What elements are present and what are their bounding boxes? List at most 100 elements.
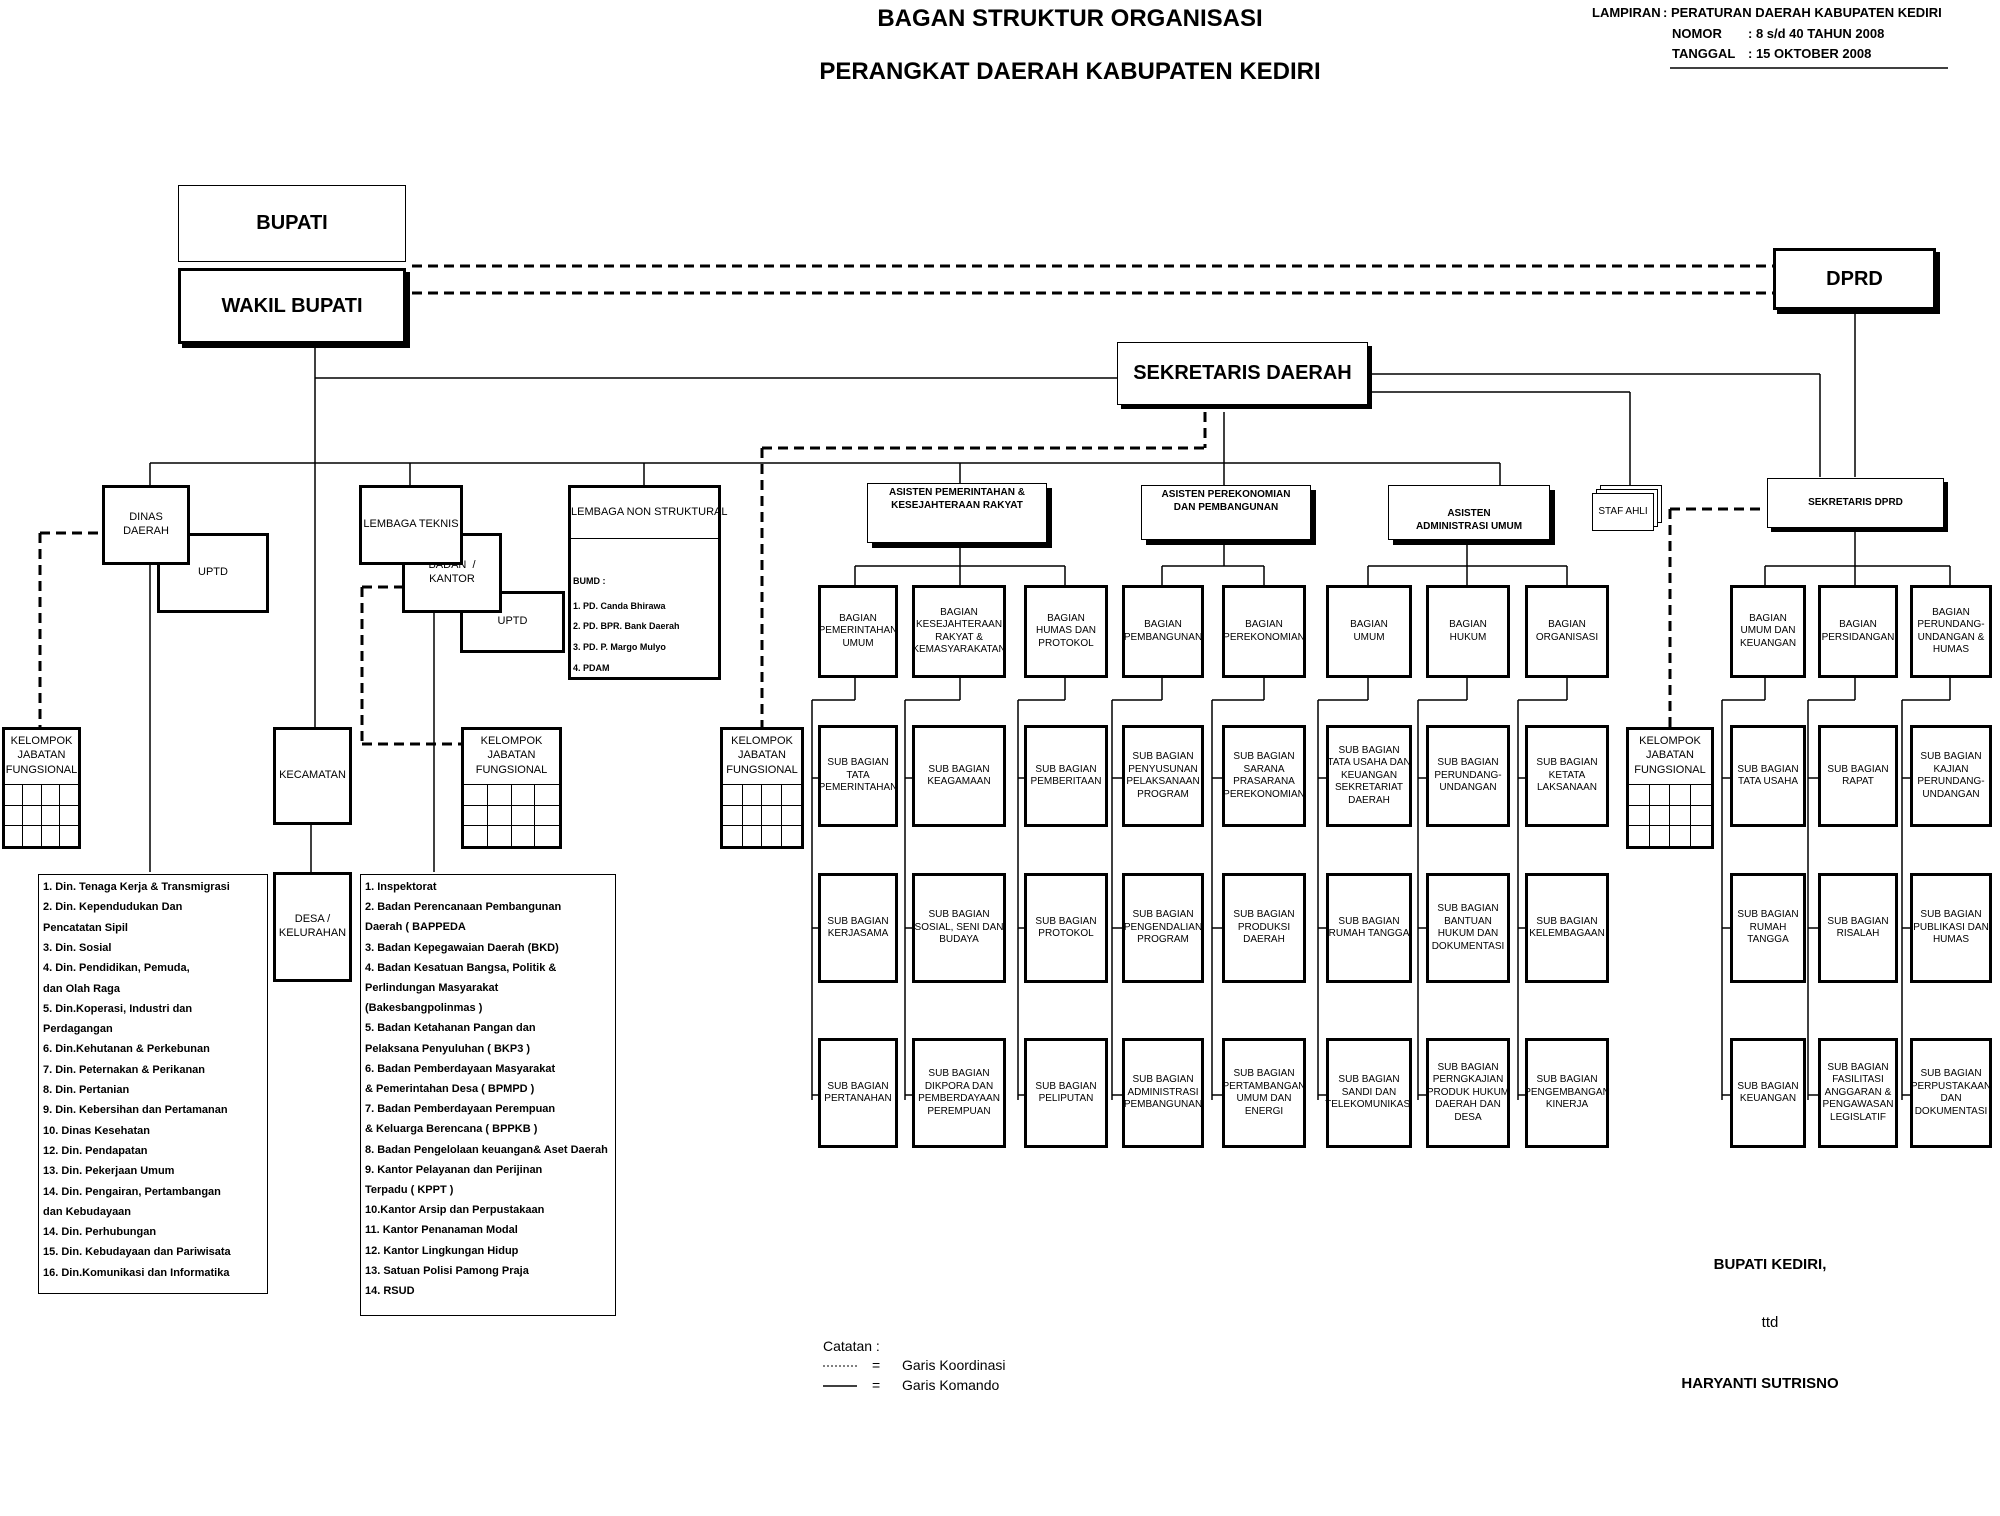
wakil-bupati-box: WAKIL BUPATI <box>178 268 406 344</box>
list-item: 3. Badan Kepegawaian Daerah (BKD) <box>365 941 559 954</box>
list-item: 2. Din. Kependudukan Dan <box>43 901 183 914</box>
staf-ahli-box: STAF AHLI <box>1592 493 1654 531</box>
bumd-title: BUMD : <box>573 576 606 586</box>
signature-title: BUPATI KEDIRI, <box>1713 1256 1827 1273</box>
list-item: 7. Din. Peternakan & Perikanan <box>43 1063 206 1076</box>
dprd-box: DPRD <box>1773 248 1936 310</box>
kjf-label: KELOMPOK JABATAN FUNGSIONAL <box>475 735 548 776</box>
sub-bagian-box: SUB BAGIAN RISALAH <box>1818 873 1898 983</box>
bagian-box: BAGIAN PERUNDANG- UNDANGAN & HUMAS <box>1910 585 1992 678</box>
kelompok-jabatan-fungsional-box: KELOMPOK JABATAN FUNGSIONAL <box>461 727 562 849</box>
bagian-box: BAGIAN UMUM <box>1326 585 1412 678</box>
chart-title-line1: BAGAN STRUKTUR ORGANISASI <box>877 5 1263 32</box>
list-item: 15. Din. Kebudayaan dan Pariwisata <box>43 1246 231 1259</box>
sub-bagian-box: SUB BAGIAN PENYUSUNAN PELAKSANAAN PROGRA… <box>1122 725 1204 827</box>
asisten-pemerintahan-box: ASISTEN PEMERINTAHAN & KESEJAHTERAAN RAK… <box>867 483 1047 543</box>
sub-bagian-box: SUB BAGIAN PRODUKSI DAERAH <box>1222 873 1306 983</box>
sub-bagian-box: SUB BAGIAN PERUNDANG- UNDANGAN <box>1426 725 1510 827</box>
bumd-item: 4. PDAM <box>573 663 610 673</box>
list-item: Perdagangan <box>43 1023 113 1036</box>
sub-bagian-box: SUB BAGIAN PERTAMBANGAN UMUM DAN ENERGI <box>1222 1038 1306 1148</box>
signature-ttd: ttd <box>1761 1314 1779 1331</box>
kjf-grid <box>1629 784 1711 847</box>
list-item: 12. Din. Pendapatan <box>43 1144 148 1157</box>
kelompok-jabatan-fungsional-box: KELOMPOK JABATAN FUNGSIONAL <box>2 727 81 849</box>
sub-bagian-box: SUB BAGIAN KETATA LAKSANAAN <box>1525 725 1609 827</box>
sub-bagian-box: SUB BAGIAN KEAGAMAAN <box>912 725 1006 827</box>
sekretaris-dprd-box: SEKRETARIS DPRD <box>1767 478 1944 528</box>
list-item: 5. Badan Ketahanan Pangan dan <box>365 1022 536 1035</box>
chart-title-line2: PERANGKAT DAERAH KABUPATEN KEDIRI <box>819 58 1321 85</box>
sekretaris-daerah-box: SEKRETARIS DAERAH <box>1117 342 1368 405</box>
kecamatan-box: KECAMATAN <box>273 727 352 825</box>
list-item: Terpadu ( KPPT ) <box>365 1184 454 1196</box>
sub-bagian-box: SUB BAGIAN KELEMBAGAAN <box>1525 873 1609 983</box>
sub-bagian-box: SUB BAGIAN PEMBERITAAN <box>1024 725 1108 827</box>
sub-bagian-box: SUB BAGIAN TATA USAHA <box>1730 725 1806 827</box>
legend-komando: Garis Komando <box>902 1377 1000 1393</box>
sub-bagian-box: SUB BAGIAN PUBLIKASI DAN HUMAS <box>1910 873 1992 983</box>
list-item: 9. Kantor Pelayanan dan Perijinan <box>365 1163 543 1176</box>
badan-kantor-box: BADAN / KANTOR <box>402 533 502 613</box>
list-item: 14. RSUD <box>365 1285 415 1297</box>
list-item: 1. Inspektorat <box>365 881 437 893</box>
sub-bagian-box: SUB BAGIAN PERPUSTAKAAN DAN DOKUMENTASI <box>1910 1038 1992 1148</box>
list-item: 12. Kantor Lingkungan Hidup <box>365 1244 519 1257</box>
sub-bagian-box: SUB BAGIAN PELIPUTAN <box>1024 1038 1108 1148</box>
kjf-label: KELOMPOK JABATAN FUNGSIONAL <box>726 735 798 776</box>
sub-bagian-box: SUB BAGIAN KEUANGAN <box>1730 1038 1806 1148</box>
lembaga-teknis-box: LEMBAGA TEKNIS <box>359 485 463 565</box>
list-item: dan Olah Raga <box>43 982 121 995</box>
list-item: 4. Din. Pendidikan, Pemuda, <box>43 962 190 975</box>
list-item: (Bakesbangpolinmas ) <box>365 1002 483 1015</box>
list-item: 6. Din.Kehutanan & Perkebunan <box>43 1043 210 1056</box>
list-item: 2. Badan Perencanaan Pembangunan <box>365 901 562 914</box>
sub-bagian-box: SUB BAGIAN PERNGKAJIAN PRODUK HUKUM DAER… <box>1426 1038 1510 1148</box>
kjf-grid <box>464 784 559 847</box>
dinas-daerah-box: DINAS DAERAH <box>102 485 190 565</box>
kjf-grid <box>723 784 801 847</box>
desa-kelurahan-box: DESA / KELURAHAN <box>273 872 352 982</box>
kjf-grid <box>5 784 78 847</box>
list-item: 3. Din. Sosial <box>43 941 112 954</box>
list-item: 14. Din. Pengairan, Pertambangan <box>43 1185 221 1198</box>
kjf-label: KELOMPOK JABATAN FUNGSIONAL <box>1634 735 1706 776</box>
list-item: 13. Din. Pekerjaan Umum <box>43 1165 175 1178</box>
sub-bagian-box: SUB BAGIAN SOSIAL, SENI DAN BUDAYA <box>912 873 1006 983</box>
list-item: 7. Badan Pemberdayaan Perempuan <box>365 1103 556 1116</box>
list-item: dan Kebudayaan <box>43 1205 132 1218</box>
lembaga-non-struktural-title: LEMBAGA NON STRUKTURAL <box>571 506 728 518</box>
list-item: 8. Din. Pertanian <box>43 1084 130 1096</box>
asisten-perekonomian-box: ASISTEN PEREKONOMIAN DAN PEMBANGUNAN <box>1141 485 1311 540</box>
sub-bagian-box: SUB BAGIAN PENGEMBANGAN KINERJA <box>1524 1038 1610 1148</box>
nomor-label: NOMOR <box>1672 26 1722 41</box>
bagian-box: BAGIAN HUKUM <box>1426 585 1510 678</box>
dinas-daerah-list: 1. Din. Tenaga Kerja & Transmigrasi 2. Di… <box>38 874 268 1294</box>
sub-bagian-box: SUB BAGIAN RUMAH TANGGA <box>1326 873 1412 983</box>
list-item: Pencatatan Sipil <box>43 921 128 934</box>
tanggal-label: TANGGAL <box>1672 46 1736 61</box>
sub-bagian-box: SUB BAGIAN ADMINISTRASI PEMBANGUNAN <box>1122 1038 1204 1148</box>
list-item: 14. Din. Perhubungan <box>43 1226 157 1239</box>
list-item: Perlindungan Masyarakat <box>365 982 499 994</box>
bagian-box: BAGIAN ORGANISASI <box>1525 585 1609 678</box>
list-item: & Pemerintahan Desa ( BPMPD ) <box>365 1083 535 1095</box>
bumd-item: 1. PD. Canda Bhirawa <box>573 601 666 611</box>
lembaga-non-struktural-box: LEMBAGA NON STRUKTURAL BUMD : 1. PD. Can… <box>568 485 728 680</box>
legend-koordinasi: Garis Koordinasi <box>902 1357 1006 1373</box>
sub-bagian-box: SUB BAGIAN PENGENDALIAN PROGRAM <box>1122 873 1204 983</box>
list-item: 5. Din.Koperasi, Industri dan <box>43 1002 193 1015</box>
list-item: 1. Din. Tenaga Kerja & Transmigrasi <box>43 881 230 893</box>
nomor-value: : 8 s/d 40 TAHUN 2008 <box>1748 26 1885 41</box>
tanggal-value: : 15 OKTOBER 2008 <box>1748 46 1872 61</box>
kelompok-jabatan-fungsional-box: KELOMPOK JABATAN FUNGSIONAL <box>720 727 804 849</box>
lembaga-teknis-list: 1. Inspektorat 2. Badan Perencanaan Pemba… <box>360 874 616 1316</box>
sub-bagian-box: SUB BAGIAN SANDI DAN TELEKOMUNIKASI <box>1325 1038 1413 1148</box>
list-item: 4. Badan Kesatuan Bangsa, Politik & <box>365 961 557 974</box>
sub-bagian-box: SUB BAGIAN PERTANAHAN <box>818 1038 898 1148</box>
bumd-item: 2. PD. BPR. Bank Daerah <box>573 621 680 631</box>
legend-title: Catatan : <box>823 1338 880 1354</box>
bagian-box: BAGIAN PEMBANGUNAN <box>1122 585 1204 678</box>
legend-equals: = <box>872 1377 881 1393</box>
